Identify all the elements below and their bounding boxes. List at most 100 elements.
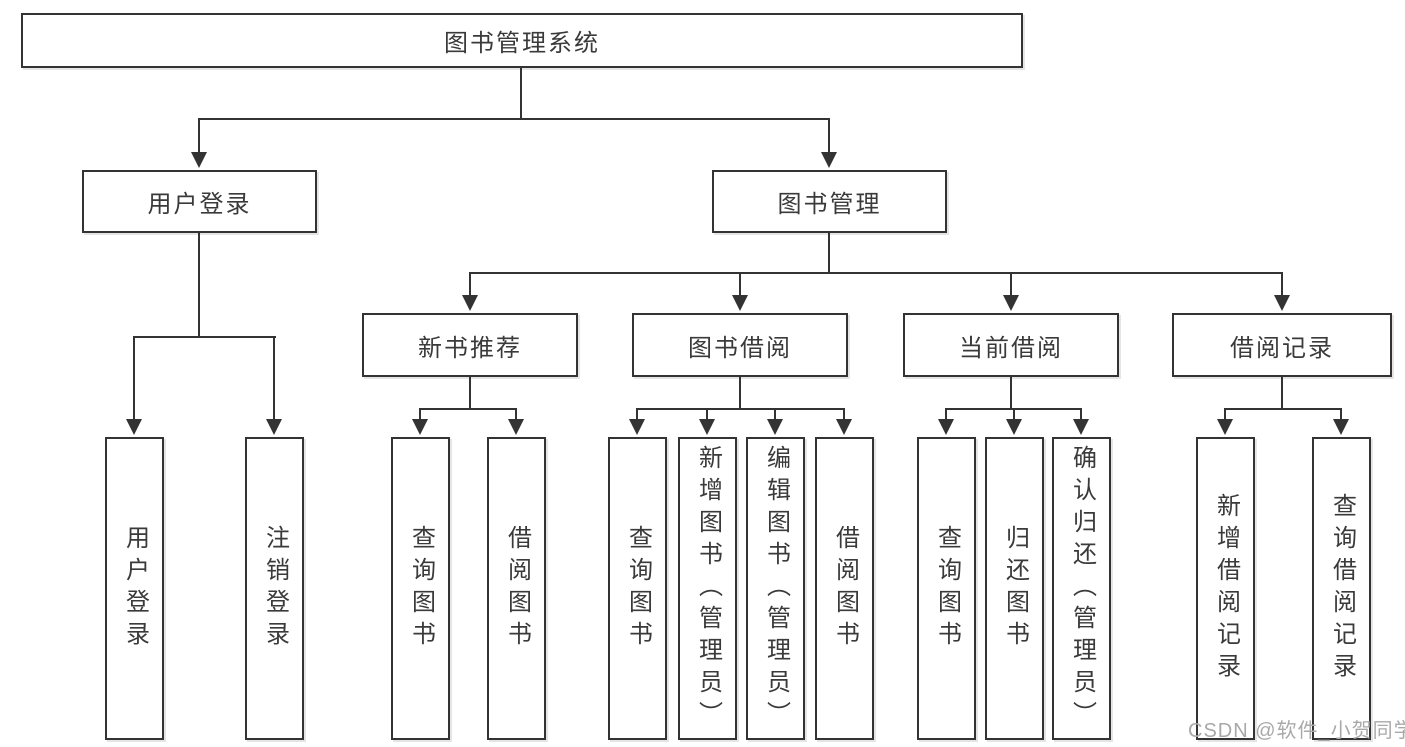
arrowhead-down-icon (836, 419, 852, 435)
leaf-nb-borrow-books: 借阅图书 (487, 437, 546, 740)
leaf-bb-borrow-books: 借阅图书 (815, 437, 874, 740)
connector-new-book-recommend-branch (420, 408, 517, 410)
arrowhead-down-icon (767, 419, 783, 435)
arrow-shaft (1340, 408, 1342, 421)
arrowhead-down-icon (1217, 419, 1233, 435)
connector-arrow-cb-query (938, 408, 954, 435)
node-root-label: 图书管理系统 (444, 30, 600, 57)
arrow-shaft (1281, 272, 1283, 297)
connector-book-borrow-branch (637, 408, 845, 410)
connector-arrow-nb-borrow (508, 408, 524, 435)
arrowhead-down-icon (938, 419, 954, 435)
arrowhead-down-icon (1333, 419, 1349, 435)
leaf-nb-query-books: 查询图书 (391, 437, 450, 740)
node-book-management: 图书管理 (712, 170, 947, 233)
connector-arrow-current-borrow (1003, 272, 1019, 311)
arrow-shaft (774, 408, 776, 421)
leaf-user-login-label: 用户登录 (121, 524, 149, 653)
leaf-bb-edit-books-admin-label: 编辑图书（管理员） (762, 444, 790, 733)
arrowhead-down-icon (508, 419, 524, 435)
node-borrow-record: 借阅记录 (1172, 313, 1392, 377)
node-current-borrow: 当前借阅 (903, 313, 1119, 377)
arrowhead-down-icon (266, 419, 282, 435)
arrowhead-down-icon (699, 419, 715, 435)
leaf-logout-login: 注销登录 (245, 437, 304, 740)
connector-arrow-cb-return (1006, 408, 1022, 435)
connector-root-branch (198, 118, 830, 120)
node-book-management-label: 图书管理 (777, 191, 882, 218)
connector-user-login-branch (134, 336, 276, 338)
connector-borrow-record-branch (1225, 408, 1342, 410)
csdn-watermark: CSDN @软件_小贺同学 (1188, 720, 1405, 742)
connector-book-management-stem (828, 233, 830, 272)
node-current-borrow-label: 当前借阅 (959, 334, 1063, 362)
leaf-bb-query-books: 查询图书 (608, 437, 667, 740)
connector-root-stem (520, 68, 522, 118)
node-book-borrow-label: 图书借阅 (688, 334, 792, 362)
node-new-book-recommend-label: 新书推荐 (418, 334, 522, 362)
connector-new-book-recommend-stem (469, 377, 471, 408)
connector-book-borrow-stem (739, 377, 741, 408)
arrowhead-down-icon (191, 152, 207, 168)
arrow-shaft (1013, 408, 1015, 421)
connector-arrow-bb-query (629, 408, 645, 435)
arrow-shaft (636, 408, 638, 421)
arrow-shaft (133, 336, 135, 421)
leaf-cb-query-books: 查询图书 (917, 437, 976, 740)
connector-arrow-br-add (1217, 408, 1233, 435)
connector-borrow-record-stem (1281, 377, 1283, 408)
arrow-shaft (198, 118, 200, 154)
arrow-shaft (706, 408, 708, 421)
leaf-nb-query-books-label: 查询图书 (407, 524, 435, 653)
connector-arrow-book-management (821, 118, 837, 168)
leaf-br-add-record: 新增借阅记录 (1196, 437, 1255, 740)
arrowhead-down-icon (629, 419, 645, 435)
connector-current-borrow-stem (1010, 377, 1012, 408)
arrowhead-down-icon (1006, 419, 1022, 435)
leaf-cb-return-books-label: 归还图书 (1001, 524, 1029, 653)
node-book-borrow: 图书借阅 (632, 313, 848, 377)
arrowhead-down-icon (126, 419, 142, 435)
connector-arrow-new-book-recommend (462, 272, 478, 311)
connector-arrow-bb-add (699, 408, 715, 435)
leaf-cb-confirm-return-admin-label: 确认归还（管理员） (1068, 444, 1096, 733)
arrow-shaft (828, 118, 830, 154)
connector-arrow-user-login (191, 118, 207, 168)
connector-arrow-book-borrow (732, 272, 748, 311)
leaf-bb-edit-books-admin: 编辑图书（管理员） (746, 437, 805, 740)
connector-arrow-leaf-logout (266, 336, 282, 435)
arrow-shaft (945, 408, 947, 421)
leaf-cb-confirm-return-admin: 确认归还（管理员） (1052, 437, 1111, 740)
arrow-shaft (419, 408, 421, 421)
connector-arrow-cb-confirm (1073, 408, 1089, 435)
connector-arrow-borrow-record (1274, 272, 1290, 311)
arrowhead-down-icon (1073, 419, 1089, 435)
node-user-login: 用户登录 (82, 170, 317, 233)
arrow-shaft (273, 336, 275, 421)
leaf-cb-query-books-label: 查询图书 (933, 524, 961, 653)
leaf-bb-add-books-admin-label: 新增图书（管理员） (694, 444, 722, 733)
leaf-bb-query-books-label: 查询图书 (624, 524, 652, 653)
arrow-shaft (469, 272, 471, 297)
node-user-login-label: 用户登录 (147, 191, 252, 218)
arrowhead-down-icon (821, 152, 837, 168)
arrow-shaft (1080, 408, 1082, 421)
arrow-shaft (1010, 272, 1012, 297)
leaf-br-query-record: 查询借阅记录 (1312, 437, 1371, 740)
connector-arrow-leaf-user-login (126, 336, 142, 435)
node-new-book-recommend: 新书推荐 (362, 313, 578, 377)
leaf-logout-login-label: 注销登录 (261, 524, 289, 653)
arrowhead-down-icon (1274, 295, 1290, 311)
leaf-cb-return-books: 归还图书 (985, 437, 1044, 740)
connector-arrow-br-query (1333, 408, 1349, 435)
connector-arrow-bb-borrow (836, 408, 852, 435)
arrow-shaft (739, 272, 741, 297)
arrow-shaft (515, 408, 517, 421)
arrowhead-down-icon (732, 295, 748, 311)
leaf-nb-borrow-books-label: 借阅图书 (503, 524, 531, 653)
node-root: 图书管理系统 (21, 13, 1023, 68)
node-borrow-record-label: 借阅记录 (1230, 334, 1334, 362)
connector-arrow-nb-query (412, 408, 428, 435)
arrow-shaft (843, 408, 845, 421)
